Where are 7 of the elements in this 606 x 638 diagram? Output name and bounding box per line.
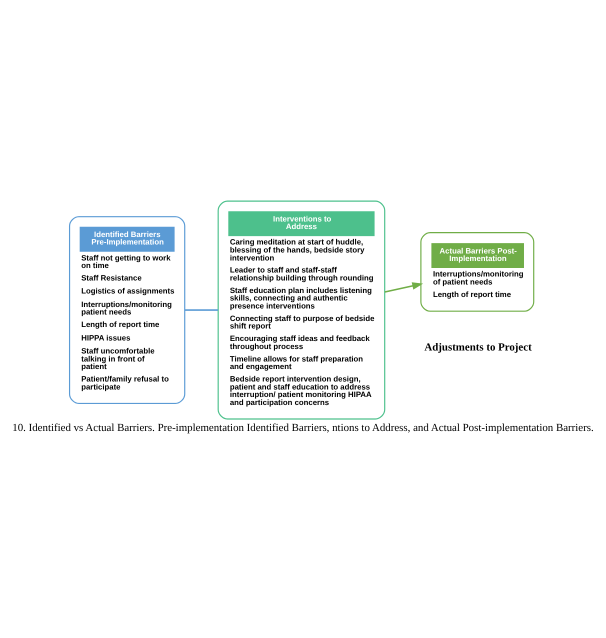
label: Adjustments to Project xyxy=(424,341,532,354)
node-box: Identified Barriers Pre-Implementation Staff not getting to work on time Staff Resistance Logistics of assignments Interruptions/monitoring patient needs Length of report time HIPPA issues Staff uncomfortable talking in front of patient Patient/family refusal to participate xyxy=(68,216,186,404)
arrow xyxy=(384,282,424,293)
connector xyxy=(184,309,218,311)
node-box: Actual Barriers Post-Implementation Interruptions/monitoring of patient needs Length of report time xyxy=(420,232,534,312)
caption: 10. Identified vs Actual Barriers. Pre-implementation Identified Barriers, ntions to Address, and Actual Post-implementation Barriers. xyxy=(12,422,594,434)
node-box: Interventions to Address Caring meditation at start of huddle, blessing of the hands, bedside story intervention Leader to staff and staff-staff relationship building through rounding Staff education plan includes listening skills, connecting and authentic presence interventions Connecting staff to purpose of bedside shift report Encouraging staff ideas and feedback throughout process Timeline allows for staff preparation and engagement Bedside report intervention design, patient and staff education to address interruption/ patient monitoring HIPAA and participation concerns xyxy=(218,200,386,420)
